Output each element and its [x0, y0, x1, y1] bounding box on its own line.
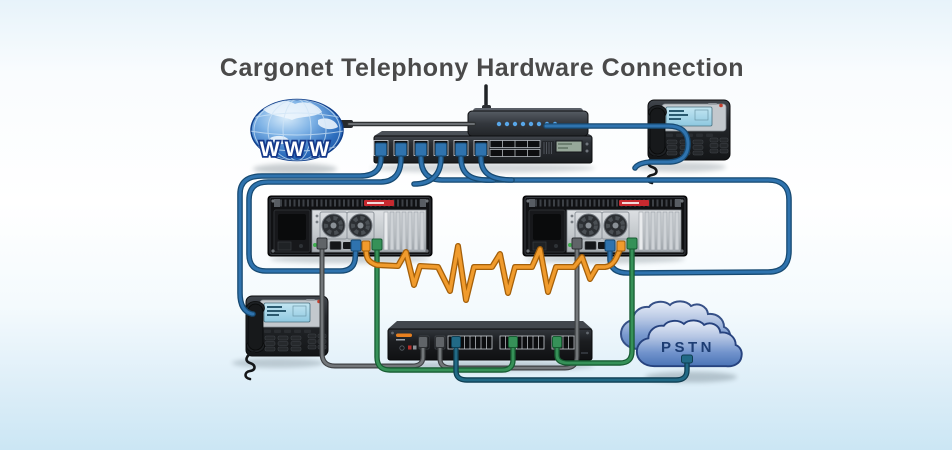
pstn-cloud: PSTN: [620, 300, 743, 383]
ip-phone-top-right: [634, 100, 730, 183]
pbx-server-right: [523, 196, 687, 264]
internet-globe: WWW: [250, 98, 353, 175]
www-label: WWW: [260, 138, 334, 161]
cable-layer: [240, 124, 789, 380]
connector-plugs: [316, 237, 693, 364]
globe-grid: [251, 99, 343, 161]
cable-heartbeat-pbx-to-pbx: [366, 246, 621, 300]
diagram-title: Cargonet Telephony Hardware Connection: [219, 54, 745, 82]
globe-shadow: [253, 163, 337, 175]
wireless-router: [467, 84, 589, 137]
router-led-row: [496, 121, 558, 127]
gateway-top-face: [388, 321, 592, 329]
switch-vent: [542, 141, 554, 155]
power-icon: [399, 345, 405, 351]
gateway-logo: [396, 333, 412, 337]
switch-lcd: [555, 140, 583, 153]
pstn-label: PSTN: [661, 339, 715, 356]
